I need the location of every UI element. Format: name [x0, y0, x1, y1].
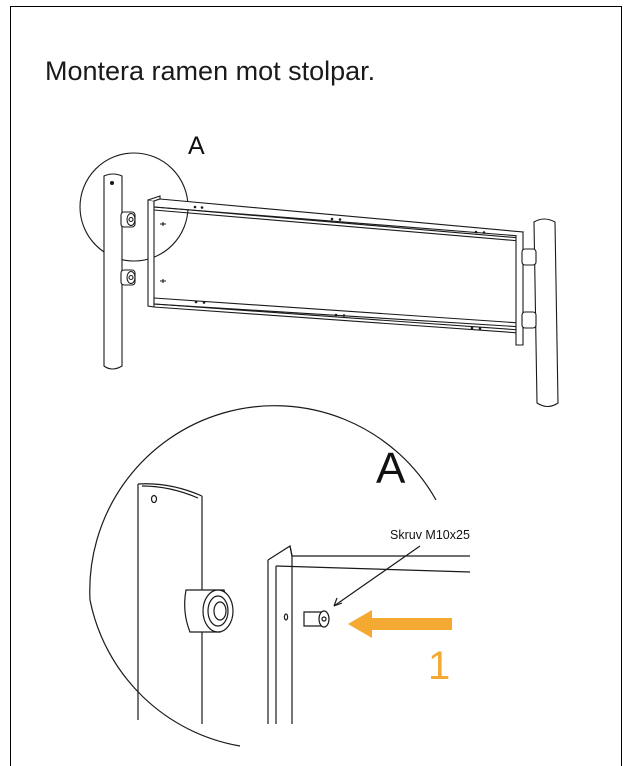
right-post-upper-spacer: [521, 248, 537, 266]
step-number: 1: [428, 644, 451, 688]
detail-circle-large: [89, 405, 437, 601]
frame-top-rail: [153, 198, 525, 237]
right-post-lower-spacer: [521, 311, 537, 329]
orange-direction-arrow-icon: [348, 610, 452, 638]
frame-left-upright: [147, 199, 155, 308]
detail-frame-upright: [267, 556, 293, 724]
instruction-title: Montera ramen mot stolpar.: [45, 56, 376, 86]
right-post: [533, 218, 559, 408]
detail-label-a-zoomed: A: [376, 444, 406, 493]
screw-label: Skruv M10x25: [390, 528, 470, 542]
frame-bottom-rail: [153, 297, 525, 328]
page-frame: [10, 6, 622, 766]
frame-right-upright: [515, 232, 524, 346]
detail-label-a: A: [188, 132, 205, 160]
left-post: [103, 173, 123, 370]
